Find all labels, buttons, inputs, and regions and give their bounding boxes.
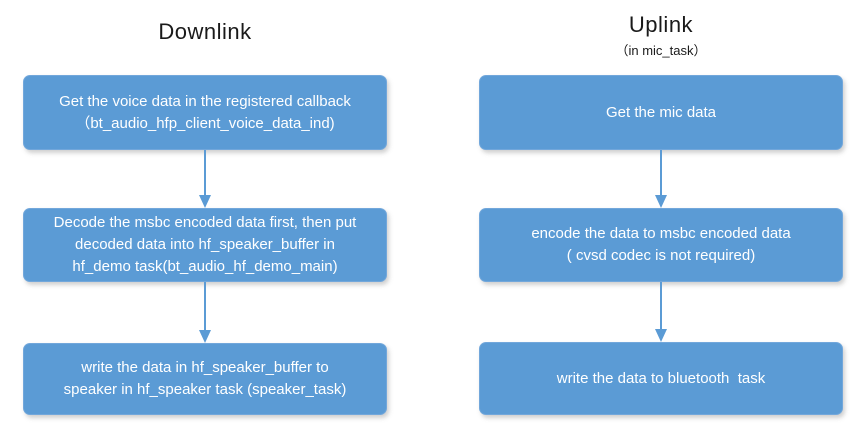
uplink-arrow-1 xyxy=(654,150,668,208)
arrow-line xyxy=(660,282,662,329)
downlink-title: Downlink xyxy=(158,19,252,44)
uplink-arrow-2 xyxy=(654,282,668,342)
arrow-down-icon xyxy=(655,195,667,208)
arrow-down-icon xyxy=(199,330,211,343)
arrow-down-icon xyxy=(199,195,211,208)
downlink-arrow-1 xyxy=(198,150,212,208)
uplink-step-encode-msbc-label: encode the data to msbc encoded data ( c… xyxy=(531,225,791,264)
downlink-step-write-speaker-label: write the data in hf_speaker_buffer to s… xyxy=(63,359,347,398)
uplink-step-write-bluetooth: write the data to bluetooth task xyxy=(479,342,843,415)
uplink-step-get-mic-data-label: Get the mic data xyxy=(605,103,717,121)
arrow-line xyxy=(204,282,206,330)
uplink-title: Uplink xyxy=(628,12,694,37)
uplink-step-write-bluetooth-label: write the data to bluetooth task xyxy=(556,369,766,387)
uplink-step-encode-msbc: encode the data to msbc encoded data ( c… xyxy=(479,208,843,282)
arrow-down-icon xyxy=(655,329,667,342)
downlink-step-get-voice-data-label: Get the voice data in the registered cal… xyxy=(59,92,351,132)
arrow-line xyxy=(204,150,206,195)
arrow-line xyxy=(660,150,662,195)
uplink-subtitle: （in mic_task） xyxy=(615,43,707,58)
downlink-step-get-voice-data: Get the voice data in the registered cal… xyxy=(23,75,387,150)
uplink-step-get-mic-data: Get the mic data xyxy=(479,75,843,150)
downlink-step-decode-msbc: Decode the msbc encoded data first, then… xyxy=(23,208,387,282)
downlink-step-decode-msbc-label: Decode the msbc encoded data first, then… xyxy=(53,214,357,275)
downlink-arrow-2 xyxy=(198,282,212,343)
downlink-step-write-speaker: write the data in hf_speaker_buffer to s… xyxy=(23,343,387,415)
